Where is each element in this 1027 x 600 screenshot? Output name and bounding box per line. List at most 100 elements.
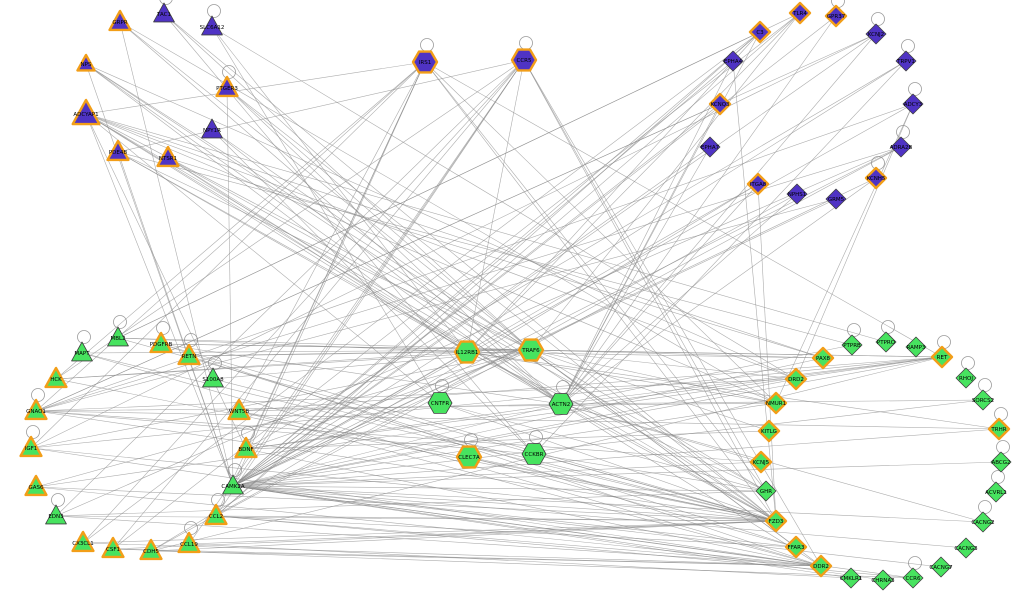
node-TRHR[interactable]: [987, 417, 1011, 441]
node-RETN[interactable]: [177, 343, 201, 366]
node-PDGFRB[interactable]: [149, 331, 173, 354]
node-ADRA2B[interactable]: [890, 136, 912, 158]
node-PTGER3[interactable]: [215, 75, 239, 98]
edge-ACTN2-RET: [560, 356, 943, 405]
node-KCNJ5[interactable]: [749, 450, 773, 474]
edge-CCR5-CSF1: [112, 59, 525, 550]
node-CACNG3[interactable]: [955, 537, 977, 559]
node-C3[interactable]: [748, 20, 772, 44]
node-EDN3[interactable]: [45, 504, 67, 525]
node-IRS1[interactable]: [411, 50, 439, 74]
node-CX3CL1[interactable]: [71, 530, 95, 553]
node-FZD3[interactable]: [764, 509, 788, 533]
node-DDR2[interactable]: [809, 554, 833, 578]
edge-ADRA2B-EDN3: [55, 146, 902, 517]
edge-CCL2-DDR2: [215, 515, 822, 567]
node-WNT5B[interactable]: [227, 398, 251, 421]
node-CACNG2[interactable]: [972, 511, 994, 533]
node-SORCS2[interactable]: [972, 389, 994, 411]
edge-EDN3-GHR: [55, 490, 767, 517]
edge-HCK-TRAF6: [55, 349, 532, 380]
node-CSF1[interactable]: [101, 536, 125, 559]
node-GAS6[interactable]: [24, 474, 48, 497]
self-loop-ABCG2: [996, 440, 1010, 454]
node-S100A8[interactable]: [202, 367, 224, 388]
edge-IRS1-FZD3: [424, 61, 777, 522]
edge-ITGA8-ACTN2: [560, 183, 759, 405]
node-HCK[interactable]: [44, 366, 68, 389]
edge-IGF1-TRAF6: [30, 349, 532, 449]
node-ADCY3[interactable]: [902, 93, 924, 115]
node-TAC1[interactable]: [153, 2, 175, 23]
node-IGF1[interactable]: [19, 435, 43, 458]
node-ACTN2[interactable]: [548, 393, 574, 415]
node-NPS[interactable]: [76, 53, 96, 72]
node-GRPR[interactable]: [108, 9, 132, 32]
self-loop-ACTN2: [556, 380, 570, 394]
node-NMUR1[interactable]: [764, 391, 788, 415]
node-FFAR3[interactable]: [784, 535, 808, 559]
node-ITGA8[interactable]: [746, 172, 770, 196]
node-CCL2[interactable]: [204, 503, 228, 526]
node-CAMK2A[interactable]: [222, 474, 244, 495]
node-BDNF[interactable]: [234, 436, 258, 459]
node-MAPT[interactable]: [71, 341, 93, 362]
node-KCNH5[interactable]: [864, 166, 888, 190]
node-CCR6[interactable]: [902, 567, 924, 589]
node-PDE4B[interactable]: [106, 139, 130, 162]
edge-CCR5-CCL2: [215, 59, 525, 517]
node-RAMP3[interactable]: [905, 336, 927, 358]
edge-IRS1-ADCYAP1: [85, 61, 426, 115]
edge-TRAF6-DDR2: [530, 349, 822, 567]
node-CCKBR[interactable]: [521, 443, 547, 465]
node-CNTFR[interactable]: [427, 392, 453, 414]
node-CHRNA3[interactable]: [872, 569, 894, 591]
node-SLC6A12[interactable]: [201, 15, 223, 36]
node-CMKLR1[interactable]: [840, 567, 862, 589]
node-NPHS1[interactable]: [786, 183, 808, 205]
node-IL12RB1[interactable]: [453, 340, 481, 364]
node-KCNJ2[interactable]: [865, 23, 887, 45]
node-PTPRO[interactable]: [875, 331, 897, 353]
node-ADCYAP1[interactable]: [71, 98, 101, 126]
node-CCR5[interactable]: [510, 48, 538, 72]
self-loop-CACNG2: [978, 500, 992, 514]
node-GRM5[interactable]: [825, 188, 847, 210]
node-KITLG[interactable]: [757, 419, 781, 443]
node-GNAO1[interactable]: [24, 398, 48, 421]
node-PTPRB[interactable]: [841, 334, 863, 356]
self-loop-PDGFRB: [156, 321, 170, 335]
node-CLEC7A[interactable]: [455, 445, 483, 469]
node-NTSR1[interactable]: [156, 145, 180, 168]
node-MBL2[interactable]: [107, 326, 129, 347]
edge-CAMK2A-FZD3: [232, 485, 777, 522]
edge-NPHS1-ACTN2: [560, 193, 798, 405]
edge-CCL2-CCR6: [215, 515, 914, 579]
node-GHR[interactable]: [755, 480, 777, 502]
node-TRPV1[interactable]: [895, 50, 917, 72]
node-DRD2[interactable]: [784, 367, 808, 391]
edge-IRS1-GHR: [424, 61, 767, 492]
edge-CX3CL1-DDR2: [82, 542, 822, 567]
node-RHOJ[interactable]: [955, 367, 977, 389]
edge-CCKBR-GHR: [533, 453, 767, 492]
node-RET[interactable]: [930, 345, 954, 369]
node-PAX8[interactable]: [811, 346, 835, 370]
edge-CAMK2A-GHR: [232, 485, 767, 492]
node-CDH5[interactable]: [139, 538, 163, 561]
node-EPHA7[interactable]: [699, 136, 721, 158]
edge-IGF1-FZD3: [30, 447, 777, 522]
node-GPR37[interactable]: [824, 4, 848, 28]
node-ACVRL1[interactable]: [985, 481, 1007, 503]
node-EPHA4[interactable]: [722, 50, 744, 72]
edge-PDGFRB-ACTN2: [160, 343, 562, 405]
node-TLR4[interactable]: [788, 1, 812, 25]
node-KCNQ3[interactable]: [708, 92, 732, 116]
node-ABCG2[interactable]: [990, 451, 1012, 473]
node-CCL19[interactable]: [177, 531, 201, 554]
node-CACNG7[interactable]: [930, 556, 952, 578]
node-TRAF6[interactable]: [517, 338, 545, 362]
node-NPY1R[interactable]: [201, 118, 223, 139]
